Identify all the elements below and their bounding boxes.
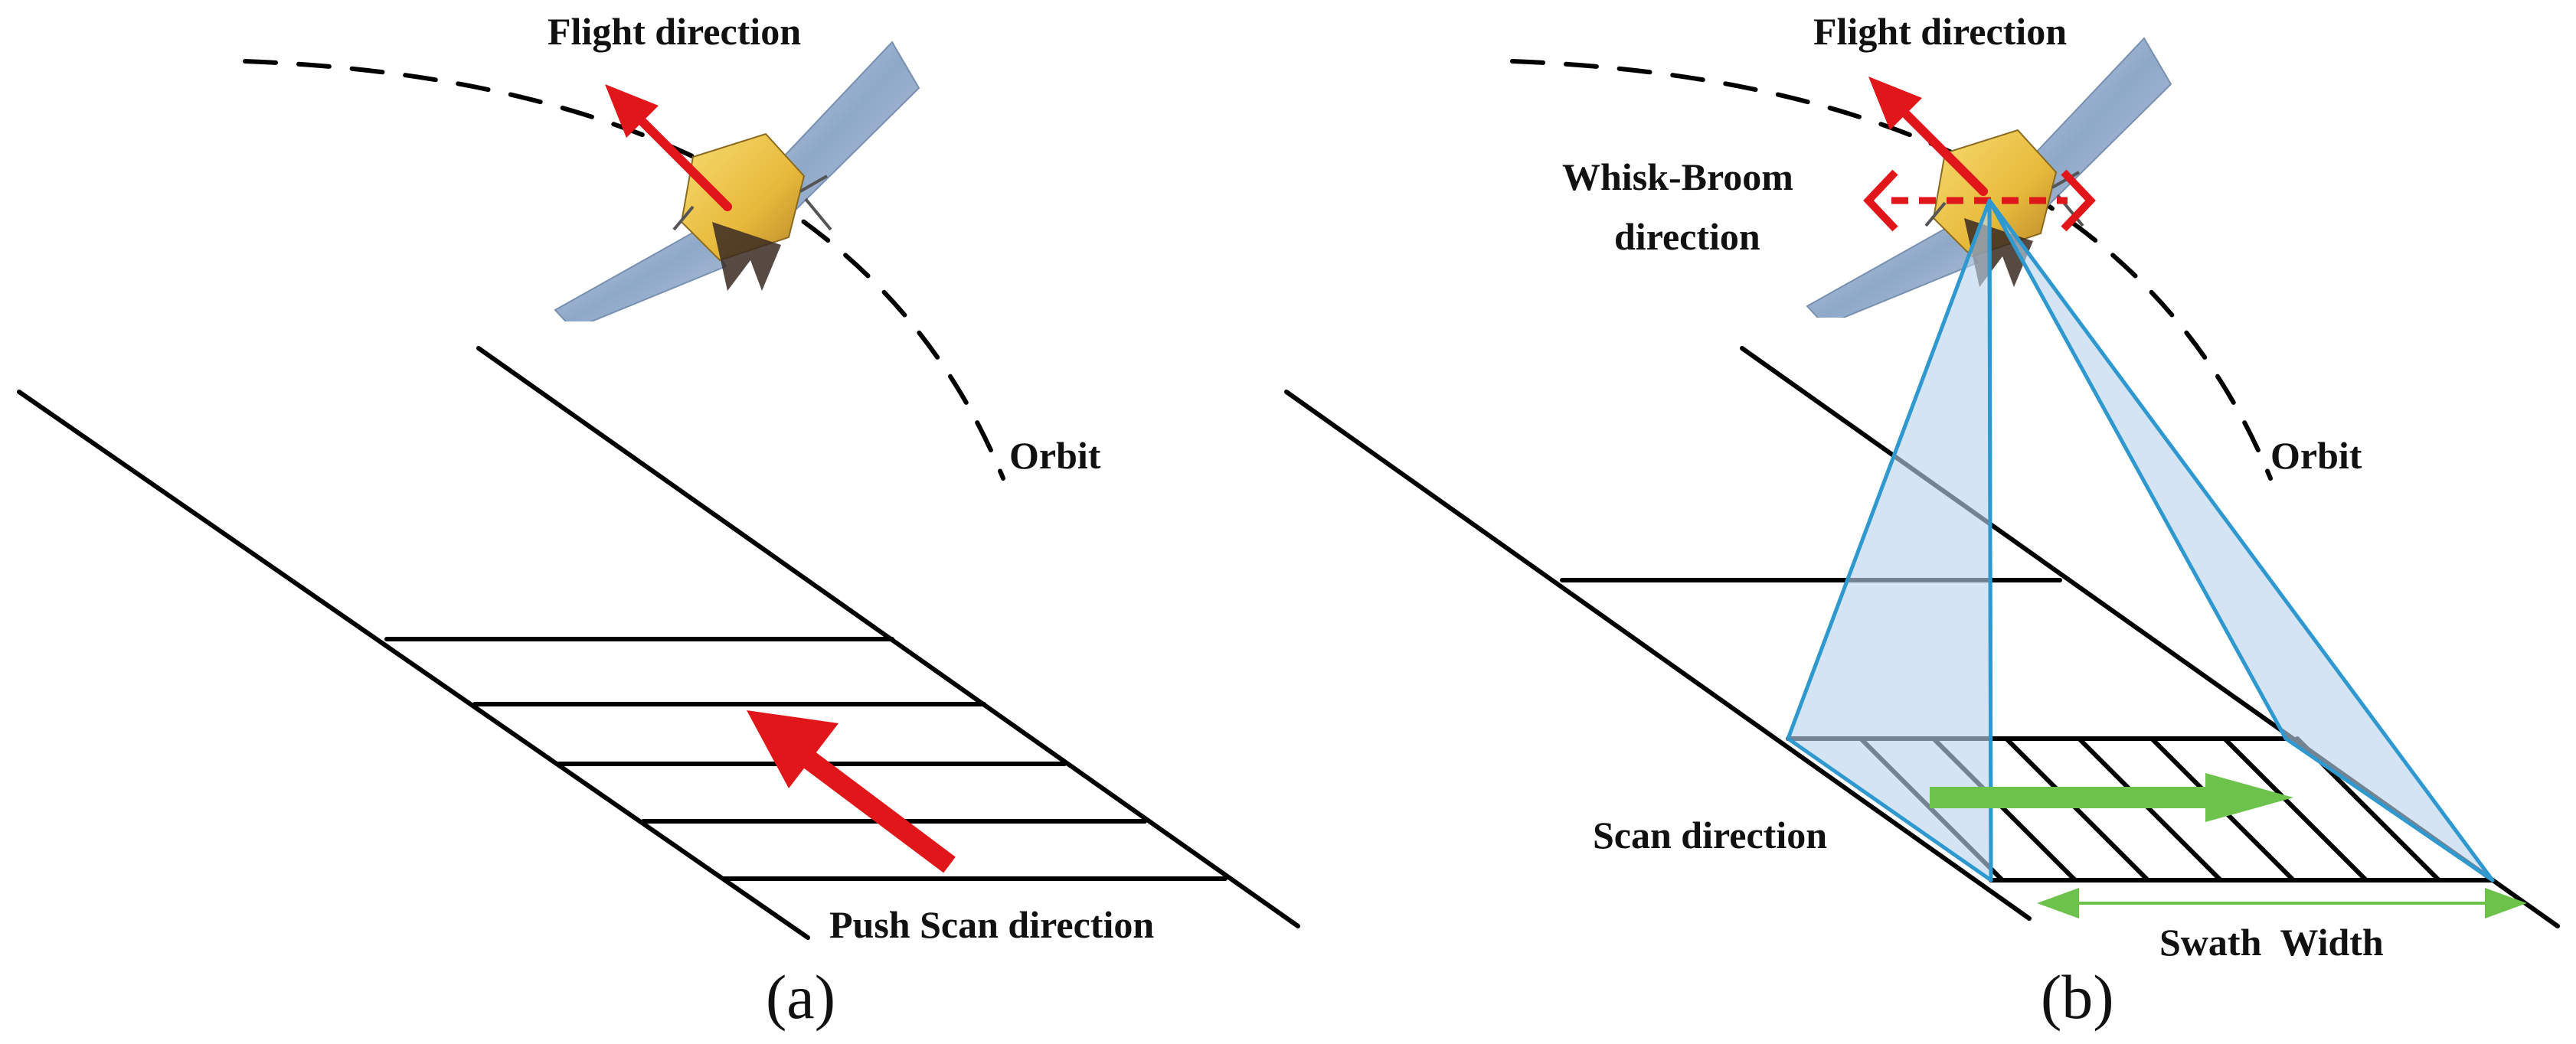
panel-b: Flight direction Whisk-Broom direction O… bbox=[1284, 10, 2560, 1032]
swath-left-edge-a bbox=[17, 390, 810, 940]
whisk-broom-arrowhead-right bbox=[2061, 169, 2096, 232]
beam-center-line bbox=[1987, 200, 1993, 881]
satellite-icon bbox=[554, 41, 920, 321]
caption-b: (b) bbox=[2041, 962, 2114, 1032]
orbit-label-b: Orbit bbox=[2270, 434, 2362, 477]
beam-right bbox=[1987, 198, 2495, 883]
flight-direction-arrowhead-a bbox=[605, 84, 659, 138]
swath-width-arrowhead-left bbox=[2037, 888, 2079, 918]
whisk-broom-label-line2: direction bbox=[1614, 215, 1760, 258]
scan-direction-arrowhead bbox=[2205, 773, 2293, 822]
panel-a: Flight direction Orbit Push Scan directi… bbox=[17, 10, 1300, 1032]
push-scan-arrowhead bbox=[747, 710, 839, 788]
swath-width-arrowhead-right bbox=[2485, 888, 2527, 918]
push-scan-arrow bbox=[790, 742, 956, 873]
orbit-label-a: Orbit bbox=[1009, 434, 1101, 477]
whisk-broom-label-line1: Whisk-Broom bbox=[1562, 155, 1793, 198]
scan-direction-label: Scan direction bbox=[1593, 814, 1827, 856]
swath-width-label: Swath Width bbox=[2159, 921, 2384, 964]
flight-direction-label-b: Flight direction bbox=[1813, 10, 2067, 53]
push-scan-direction-label: Push Scan direction bbox=[829, 903, 1154, 946]
whisk-broom-arrowhead-left bbox=[1863, 169, 1898, 232]
caption-a: (a) bbox=[766, 962, 835, 1032]
swath-left-edge-b bbox=[1284, 390, 2032, 921]
flight-direction-arrowhead-b bbox=[1868, 77, 1922, 130]
flight-direction-label-a: Flight direction bbox=[548, 10, 801, 53]
